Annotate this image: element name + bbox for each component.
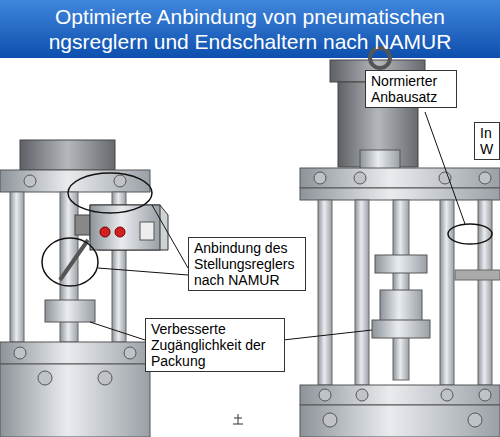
callout-box: Verbesserte Zugänglichkeit der Packung (145, 318, 285, 372)
callout-text: Verbesserte Zugänglichkeit der Packung (151, 321, 279, 369)
callout-box: Normierter Anbausatz (365, 70, 457, 108)
slide-title: Optimierte Anbindung von pneumatischen n… (10, 4, 490, 54)
callout-text: Anbindung des Stellungsreglers nach NAMU… (194, 240, 300, 288)
callout-box: Anbindung des Stellungsreglers nach NAMU… (188, 237, 306, 291)
callout-box: In W (474, 122, 500, 160)
callout-text: Normierter Anbausatz (371, 73, 451, 105)
callout-text: In W (480, 125, 494, 157)
